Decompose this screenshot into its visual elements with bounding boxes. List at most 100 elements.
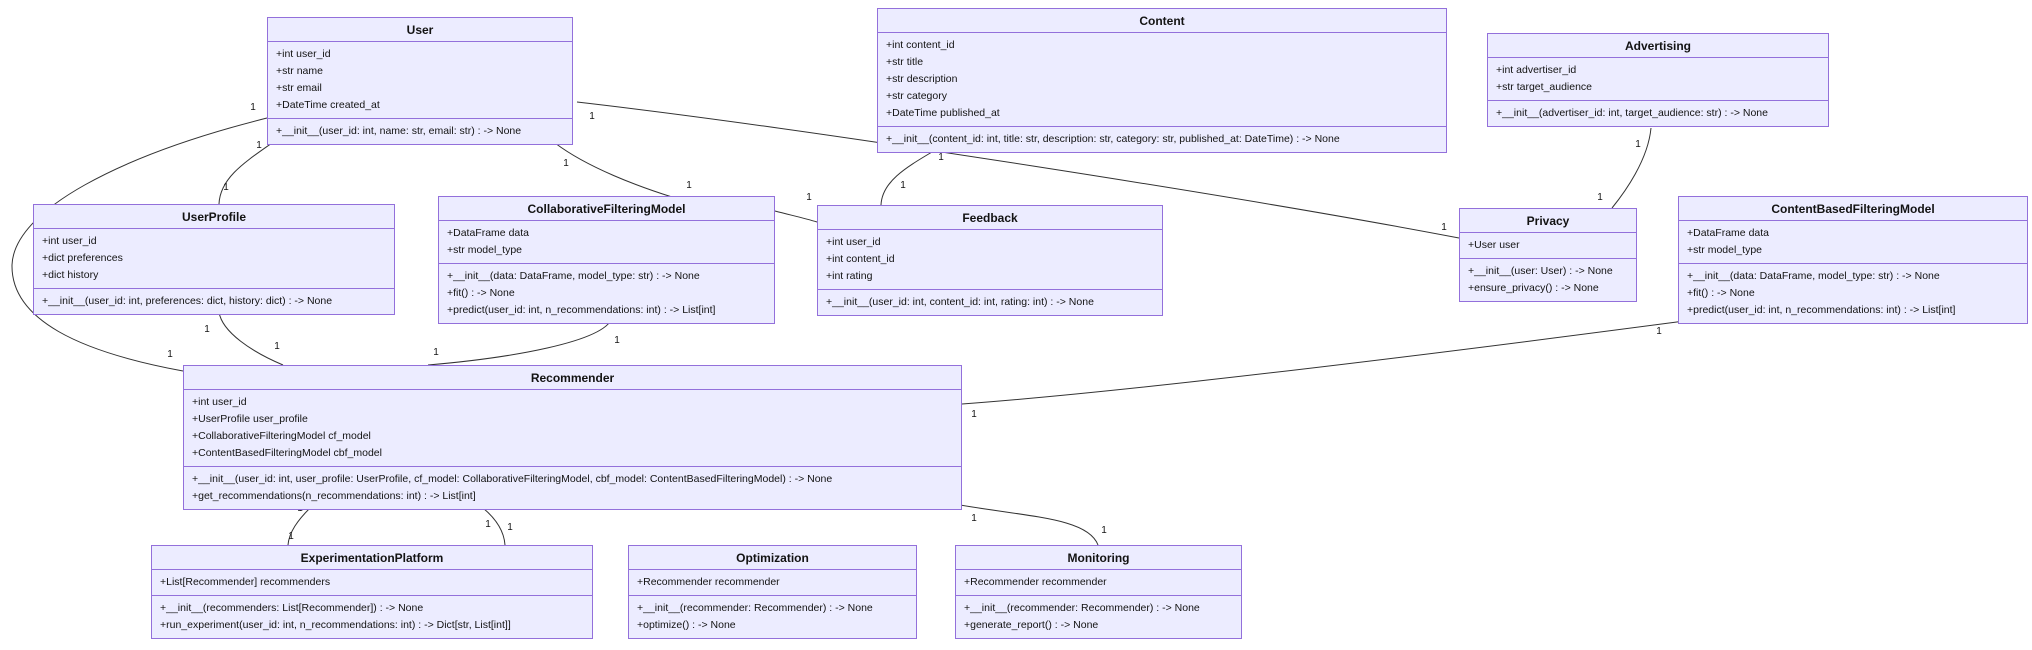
multiplicity-label: 1 — [256, 140, 262, 151]
edge-user-privacy — [576, 101, 1460, 239]
class-box-user_profile[interactable]: UserProfile +int user_id+dict preference… — [33, 204, 395, 315]
class-method: +ensure_privacy() : -> None — [1468, 282, 1599, 294]
class-attributes: +int user_id+str name+str email+DateTime… — [268, 41, 572, 118]
class-title: Feedback — [962, 211, 1018, 225]
multiplicity-label: 1 — [589, 111, 595, 122]
class-title: UserProfile — [181, 210, 247, 224]
class-box-optimization[interactable]: Optimization +Recommender recommender +_… — [628, 545, 917, 639]
class-title: ContentBasedFilteringModel — [1771, 202, 1935, 216]
class-attribute: +str model_type — [1687, 244, 1762, 256]
class-attribute: +DataFrame data — [1687, 227, 1770, 239]
class-box-collaborative_filtering_model[interactable]: CollaborativeFilteringModel +DataFrame d… — [438, 196, 775, 324]
class-title: Recommender — [530, 371, 615, 385]
class-attribute: +User user — [1468, 239, 1520, 251]
multiplicity-label: 1 — [223, 182, 229, 193]
class-method: +__init__(user_id: int, user_profile: Us… — [192, 473, 833, 485]
class-attribute: +int content_id — [886, 39, 955, 51]
class-methods: +__init__(advertiser_id: int, target_aud… — [1488, 100, 1828, 126]
class-method: +fit() : -> None — [1687, 287, 1755, 299]
class-attributes: +Recommender recommender — [956, 569, 1241, 595]
class-attributes: +int user_id+int content_id+int rating — [818, 229, 1162, 289]
class-title: Monitoring — [1067, 551, 1130, 565]
class-method: +__init__(advertiser_id: int, target_aud… — [1496, 107, 1768, 119]
class-attribute: +UserProfile user_profile — [192, 413, 308, 425]
class-attributes: +DataFrame data +str model_type — [1679, 220, 2027, 263]
class-attribute: +CollaborativeFilteringModel cf_model — [192, 430, 371, 442]
class-box-advertising[interactable]: Advertising +int advertiser_id+str targe… — [1487, 33, 1829, 127]
multiplicity-label: 1 — [614, 335, 620, 346]
class-box-content_based_filtering_model[interactable]: ContentBasedFilteringModel +DataFrame da… — [1678, 196, 2028, 324]
class-method: +fit() : -> None — [447, 287, 515, 299]
class-title: Content — [1139, 14, 1185, 28]
class-attribute: +int advertiser_id — [1496, 64, 1577, 76]
edge-contentbasedfilteringmodel-recommender — [961, 319, 1693, 405]
multiplicity-label: 1 — [686, 180, 692, 191]
class-methods: +__init__(user: User) : -> None +ensure_p… — [1460, 258, 1636, 301]
class-attribute: +dict history — [42, 269, 99, 281]
multiplicity-label: 1 — [563, 158, 569, 169]
class-methods: +__init__(recommender: Recommender) : ->… — [629, 595, 916, 638]
class-attributes: +int advertiser_id+str target_audience — [1488, 57, 1828, 100]
class-attribute: +str category — [886, 90, 947, 102]
class-attribute: +str name — [276, 65, 323, 77]
class-method: +__init__(content_id: int, title: str, d… — [886, 133, 1340, 145]
edge-collaborativefilteringmodel-feedback — [774, 210, 818, 223]
multiplicity-label: 1 — [288, 531, 294, 542]
class-attribute: +int user_id — [42, 235, 97, 247]
class-box-monitoring[interactable]: Monitoring +Recommender recommender +__i… — [955, 545, 1242, 639]
class-box-content[interactable]: Content +int content_id+str title+str de… — [877, 8, 1447, 153]
edge-userprofile-recommender — [218, 311, 284, 366]
multiplicity-label: 1 — [1441, 222, 1447, 233]
multiplicity-label: 1 — [1101, 525, 1107, 536]
class-methods: +__init__(user_id: int, content_id: int,… — [818, 289, 1162, 315]
edge-user-userprofile — [218, 142, 273, 205]
class-method: +__init__(user_id: int, name: str, email… — [276, 125, 522, 137]
class-attribute: +List[Recommender] recommenders — [160, 576, 331, 588]
class-method: +__init__(data: DataFrame, model_type: s… — [447, 270, 700, 282]
class-attribute: +int user_id — [192, 396, 247, 408]
class-attributes: +int content_id+str title+str descriptio… — [878, 32, 1446, 126]
class-attribute: +int content_id — [826, 253, 895, 265]
class-attribute: +str email — [276, 82, 322, 94]
class-box-recommender[interactable]: Recommender +int user_id +UserProfile use… — [183, 365, 962, 510]
class-attribute: +DateTime published_at — [886, 107, 1000, 119]
class-methods: +__init__(user_id: int, name: str, email… — [268, 118, 572, 144]
class-attributes: +int user_id+dict preferences+dict histo… — [34, 228, 394, 288]
class-method: +predict(user_id: int, n_recommendations… — [447, 304, 716, 316]
class-attribute: +int user_id — [826, 236, 881, 248]
multiplicity-label: 1 — [433, 347, 439, 358]
class-attribute: +DataFrame data — [447, 227, 530, 239]
class-attribute: +int user_id — [276, 48, 331, 60]
class-attribute: +Recommender recommender — [964, 576, 1107, 588]
class-box-feedback[interactable]: Feedback +int user_id+int content_id+int… — [817, 205, 1163, 316]
class-box-experimentation_platform[interactable]: ExperimentationPlatform +List[Recommende… — [151, 545, 593, 639]
class-method: +__init__(user: User) : -> None — [1468, 265, 1613, 277]
class-attributes: +Recommender recommender — [629, 569, 916, 595]
class-methods: +__init__(content_id: int, title: str, d… — [878, 126, 1446, 152]
class-method: +__init__(recommenders: List[Recommender… — [160, 602, 424, 614]
multiplicity-label: 1 — [971, 409, 977, 420]
class-attributes: +User user — [1460, 232, 1636, 258]
class-title: Privacy — [1526, 214, 1570, 228]
class-method: +predict(user_id: int, n_recommendations… — [1687, 304, 1956, 316]
class-methods: +__init__(data: DataFrame, model_type: s… — [1679, 263, 2027, 323]
multiplicity-label: 1 — [971, 513, 977, 524]
class-method: +__init__(user_id: int, preferences: dic… — [42, 295, 333, 307]
class-attribute: +str title — [886, 56, 924, 68]
class-title: ExperimentationPlatform — [300, 551, 444, 565]
class-attributes: +DataFrame data+str model_type — [439, 220, 774, 263]
class-title: User — [406, 23, 434, 37]
class-box-privacy[interactable]: Privacy +User user +__init__(user: User)… — [1459, 208, 1637, 302]
multiplicity-label: 1 — [806, 192, 812, 203]
class-attribute: +ContentBasedFilteringModel cbf_model — [192, 447, 382, 459]
edge-advertising-privacy — [1611, 127, 1652, 209]
class-method: +generate_report() : -> None — [964, 619, 1099, 631]
class-attributes: +int user_id +UserProfile user_profile +Co… — [184, 389, 961, 466]
multiplicity-label: 1 — [1656, 326, 1662, 337]
class-method: +get_recommendations(n_recommendations: … — [192, 490, 476, 502]
class-box-user[interactable]: User +int user_id+str name+str email+Dat… — [267, 17, 573, 145]
class-methods: +__init__(data: DataFrame, model_type: s… — [439, 263, 774, 323]
multiplicity-label: 1 — [1597, 192, 1603, 203]
